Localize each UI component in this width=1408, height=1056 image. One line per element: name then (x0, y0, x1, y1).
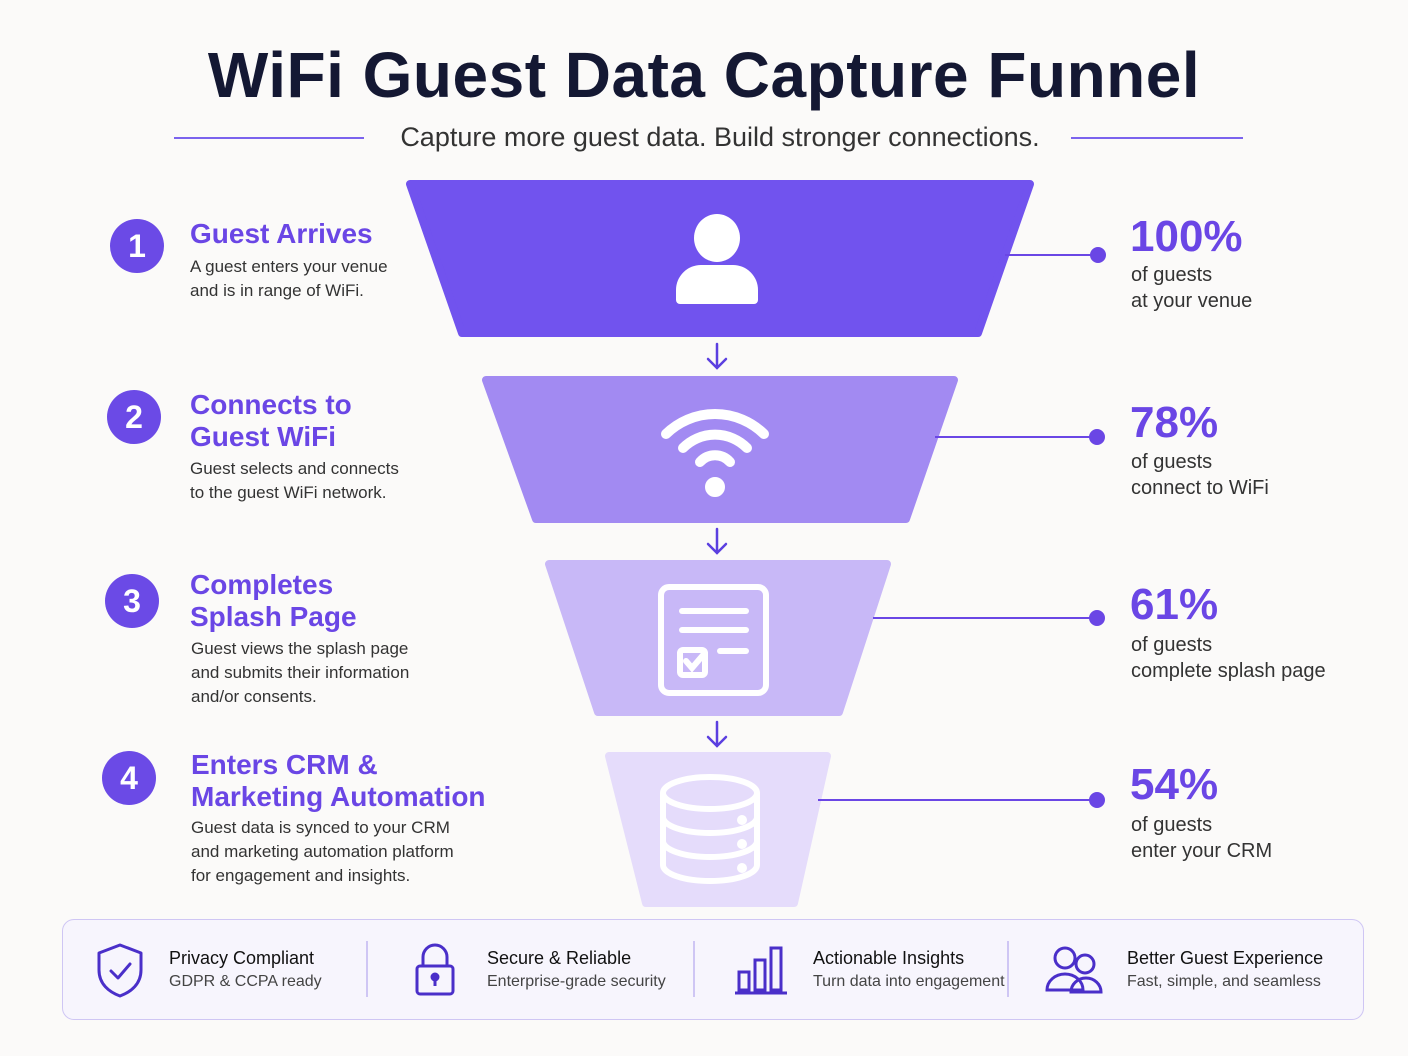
stat-percent-4: 54% (1130, 760, 1219, 809)
page-title: WiFi Guest Data Capture Funnel (207, 39, 1201, 111)
feature-divider (1007, 941, 1009, 997)
lock-icon (415, 943, 455, 995)
database-icon (660, 774, 760, 884)
divider-left (174, 137, 364, 139)
bar-chart-icon (735, 946, 787, 994)
step-number-1: 1 (110, 219, 164, 273)
stat-percent-2: 78% (1130, 398, 1219, 447)
stat-percent-3: 61% (1130, 580, 1219, 629)
step-number-4: 4 (102, 751, 156, 805)
feature-divider (693, 941, 695, 997)
stat-percent-1: 100% (1130, 212, 1243, 261)
step-title-1: Guest Arrives (190, 218, 373, 249)
page-subtitle: Capture more guest data. Build stronger … (400, 122, 1040, 152)
person-icon (676, 214, 758, 304)
users-icon (1045, 946, 1103, 993)
funnel-stage-3 (545, 560, 891, 716)
step-number-3: 3 (105, 574, 159, 628)
down-arrows (706, 342, 728, 748)
shield-check-icon (97, 943, 143, 997)
step-title-4: Enters CRM &Marketing Automation (191, 749, 486, 812)
wifi-icon (661, 408, 769, 497)
funnel-stage-2 (482, 376, 958, 523)
form-icon (658, 584, 769, 696)
step-number-2: 2 (107, 390, 161, 444)
connector-lines (818, 247, 1106, 808)
feature-divider (366, 941, 368, 997)
divider-right (1071, 137, 1243, 139)
